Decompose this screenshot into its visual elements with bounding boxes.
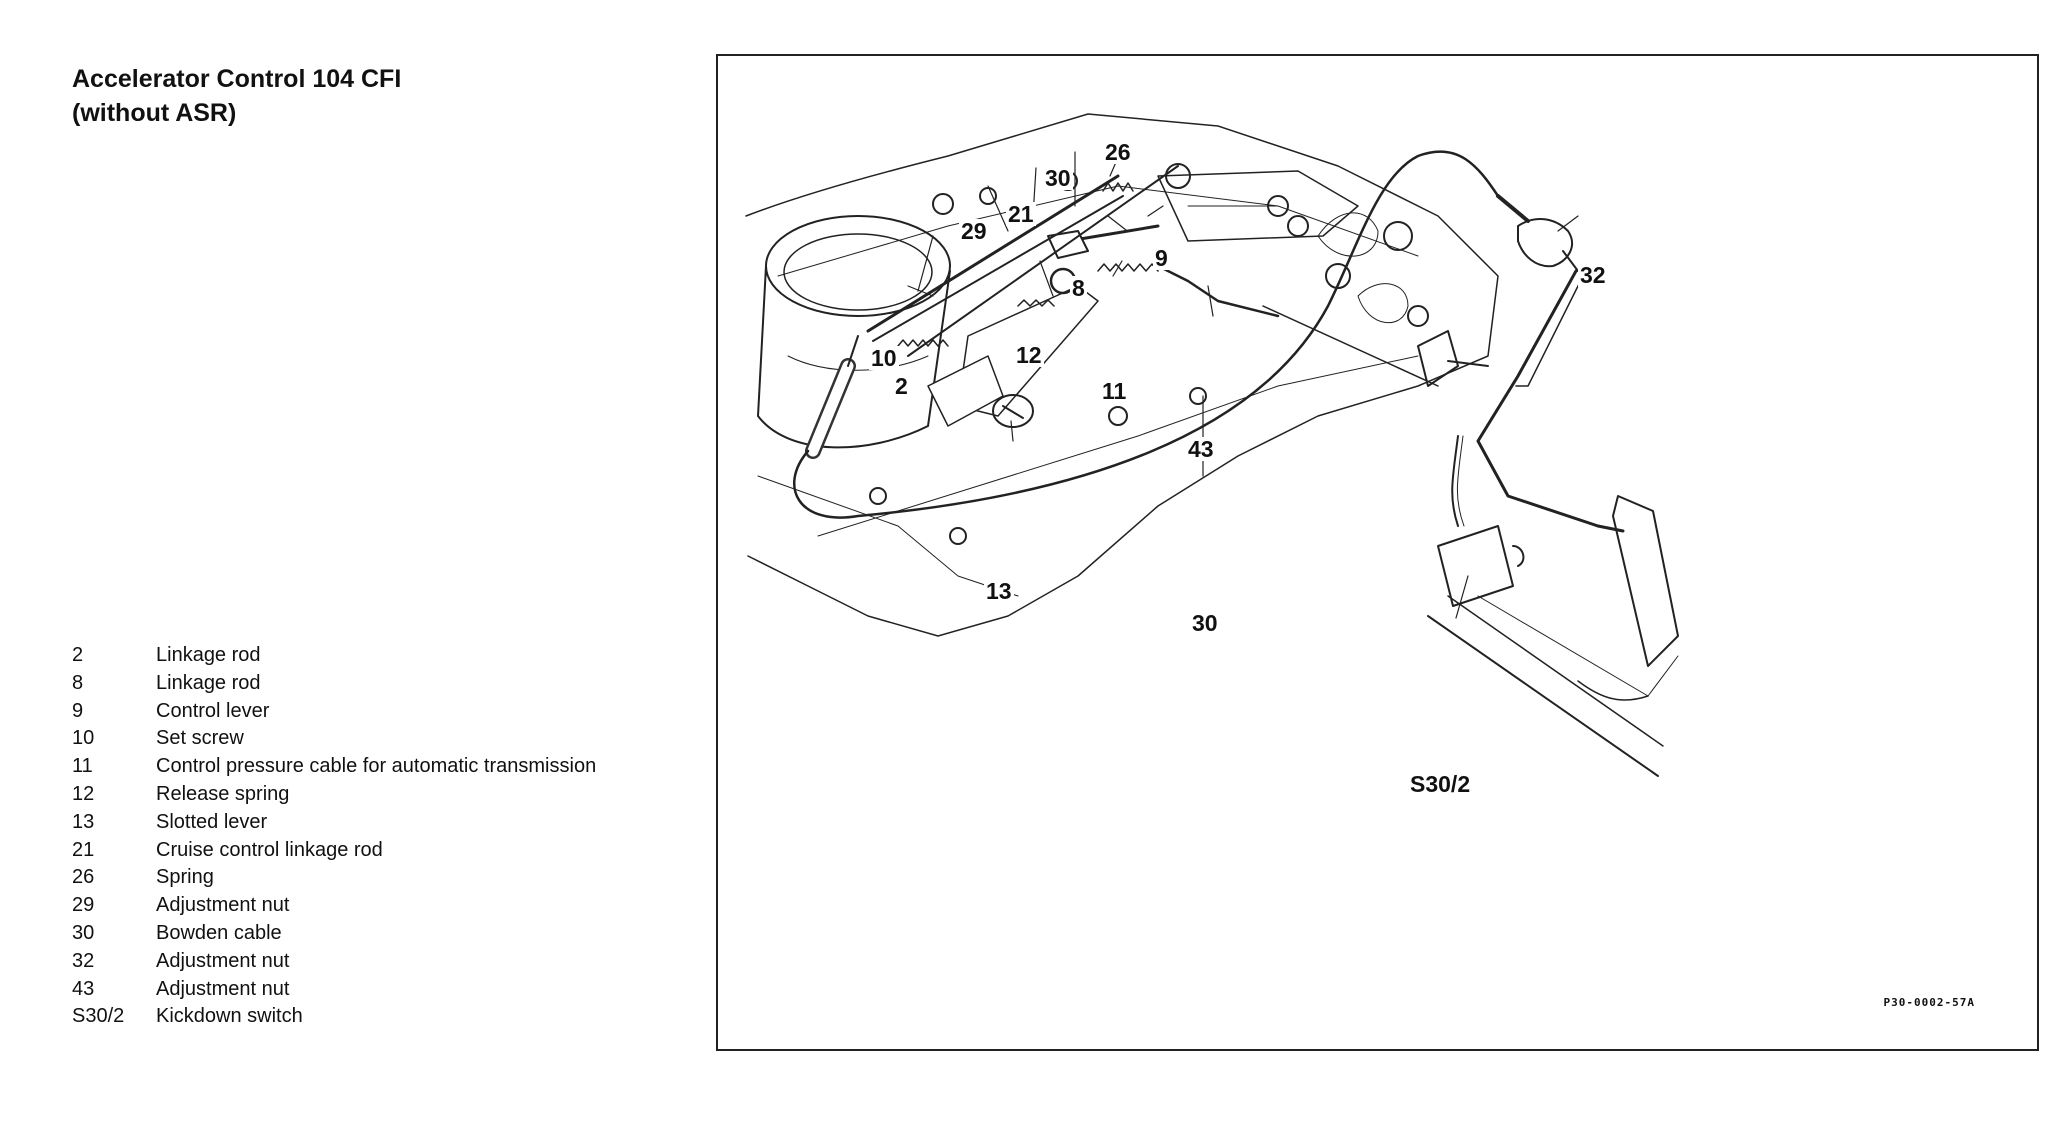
callout-10: 10	[869, 345, 899, 371]
legend-label: Set screw	[156, 727, 244, 750]
callout-13: 13	[984, 578, 1014, 604]
legend-row: 13 Slotted lever	[72, 809, 596, 837]
diagram-title: Accelerator Control 104 CFI (without ASR…	[72, 62, 401, 130]
legend-number: 2	[72, 644, 84, 666]
callout-30-bottom: 30	[1190, 610, 1220, 636]
legend-label: Kickdown switch	[156, 1005, 303, 1028]
callout-26: 26	[1103, 139, 1133, 165]
callout-8: 8	[1070, 275, 1087, 301]
legend-number: 9	[72, 699, 84, 722]
legend-number: 10	[72, 727, 95, 750]
legend-label: Spring	[156, 866, 214, 889]
legend-number: 21	[72, 838, 95, 861]
callout-32: 32	[1578, 262, 1608, 288]
legend-label: Adjustment nut	[156, 894, 290, 917]
callout-12: 12	[1014, 342, 1044, 368]
legend-label: Cruise control linkage rod	[156, 838, 383, 861]
callout-29: 29	[959, 218, 989, 244]
legend-number: S30/2	[72, 1005, 125, 1028]
legend-number: 13	[72, 810, 95, 833]
diagram-frame: 26 30 21 29 9 8 32 10 2 12 11 43 13 30 S…	[716, 54, 2039, 1051]
callout-30-top: 30	[1043, 165, 1073, 191]
legend-number: 30	[72, 921, 95, 944]
legend-row: 43 Adjustment nut	[72, 976, 596, 1004]
callout-9: 9	[1153, 245, 1170, 271]
callout-s30-2: S30/2	[1408, 771, 1473, 797]
legend-label: Bowden cable	[156, 921, 282, 944]
legend-number: 26	[72, 866, 95, 889]
legend-label: Linkage rod	[156, 671, 261, 694]
legend-row: 30 Bowden cable	[72, 920, 596, 948]
legend-row: 12 Release spring	[72, 781, 596, 809]
legend-label: Adjustment nut	[156, 949, 290, 972]
legend-label: Control pressure cable for automatic tra…	[156, 755, 597, 778]
legend-row: 10 Set screw	[72, 725, 596, 753]
legend-row: 11 Control pressure cable for automatic t…	[72, 753, 596, 781]
legend-row: 2 Linkage rod	[72, 642, 596, 670]
title-line-2: (without ASR)	[72, 99, 237, 127]
legend-row: 8 Linkage rod	[72, 670, 596, 698]
title-line-1: Accelerator Control 104 CFI	[72, 65, 402, 93]
legend-label: Release spring	[156, 782, 290, 805]
legend-row: 9 Control lever	[72, 698, 596, 726]
legend-label: Linkage rod	[156, 644, 261, 666]
figure-reference: P30-0002-57A	[1883, 996, 1975, 1009]
legend-row: 26 Spring	[72, 864, 596, 892]
legend-number: 29	[72, 894, 95, 917]
callout-43: 43	[1186, 436, 1216, 462]
legend-number: 11	[72, 755, 93, 778]
legend-label: Control lever	[156, 699, 270, 722]
legend-number: 8	[72, 671, 84, 694]
callout-11: 11	[1100, 378, 1129, 404]
legend-number: 32	[72, 949, 95, 972]
callout-2: 2	[893, 373, 910, 399]
legend-row: S30/2 Kickdown switch	[72, 1003, 596, 1031]
callout-21: 21	[1006, 201, 1036, 227]
accelerator-linkage-drawing	[745, 113, 1679, 777]
legend-label: Slotted lever	[156, 810, 268, 833]
legend-number: 12	[72, 782, 95, 805]
legend-row: 32 Adjustment nut	[72, 948, 596, 976]
legend-row: 29 Adjustment nut	[72, 892, 596, 920]
legend-label: Adjustment nut	[156, 977, 290, 1000]
legend-row: 21 Cruise control linkage rod	[72, 837, 596, 865]
legend-number: 43	[72, 977, 95, 1000]
